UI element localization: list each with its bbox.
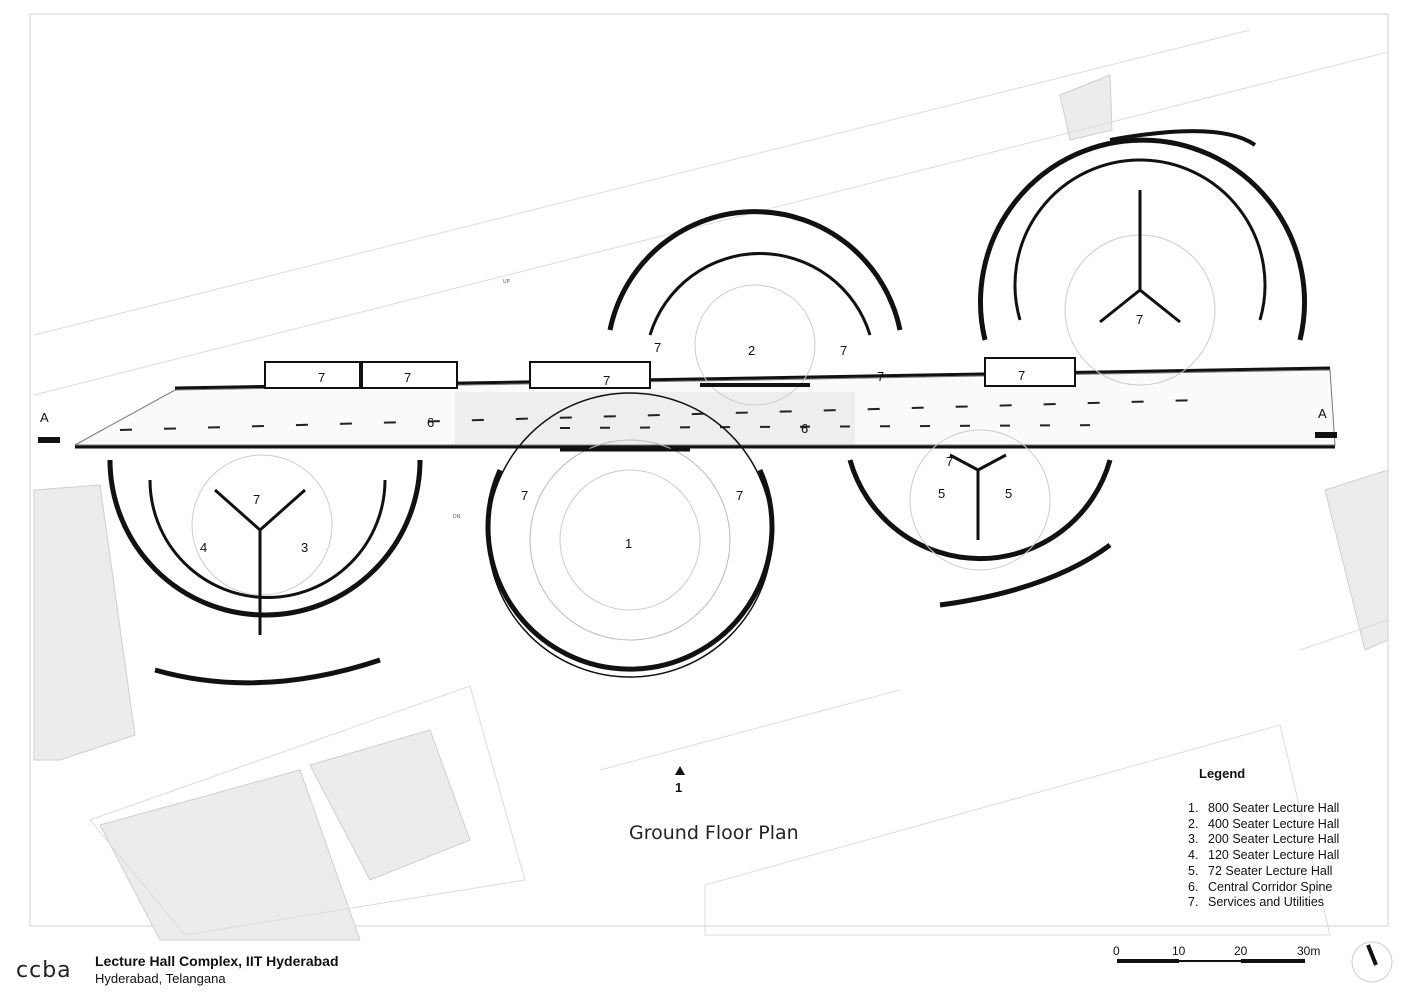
stair-label-dn: DN	[453, 514, 461, 520]
label-corridor-right: 6	[801, 421, 808, 436]
scale-tick-label: 0	[1113, 944, 1120, 958]
legend-item: 5.72 Seater Lecture Hall	[1188, 863, 1333, 878]
lecture-hall-1	[485, 392, 775, 678]
label-service: 7	[253, 492, 260, 507]
label-hall-5b: 5	[1005, 486, 1012, 501]
label-service: 7	[603, 373, 610, 388]
legend-item: 1.800 Seater Lecture Hall	[1188, 801, 1340, 815]
compass-icon	[1351, 941, 1393, 983]
label-service: 7	[877, 369, 884, 384]
firm-logo: ccba	[16, 958, 72, 983]
label-service: 7	[521, 488, 528, 503]
label-hall-1: 1	[625, 536, 632, 551]
section-marker-right	[1315, 432, 1337, 438]
label-service: 7	[736, 488, 743, 503]
project-name: Lecture Hall Complex, IIT Hyderabad	[95, 953, 339, 969]
scale-tick-label: 10	[1172, 944, 1186, 958]
section-marker-left	[38, 437, 60, 443]
scale-tick-label: 20	[1234, 944, 1248, 958]
legend-list: 1.800 Seater Lecture Hall 2.400 Seater L…	[1188, 801, 1339, 911]
legend: Legend 1.800 Seater Lecture Hall 2.400 S…	[1188, 766, 1339, 911]
drawing-title: Ground Floor Plan	[629, 822, 799, 844]
site-context	[33, 74, 1389, 941]
legend-item: 4.120 Seater Lecture Hall	[1188, 848, 1340, 863]
lecture-hall-2	[607, 209, 903, 406]
stair-label-up: UP	[503, 279, 511, 285]
project-location: Hyderabad, Telangana	[95, 971, 226, 986]
label-hall-2: 2	[748, 343, 755, 358]
label-service: 7	[1136, 312, 1143, 327]
label-hall-3: 3	[301, 540, 308, 555]
label-service: 7	[840, 343, 847, 358]
label-hall-5a: 5	[938, 486, 945, 501]
title-block: Lecture Hall Complex, IIT Hyderabad Hyde…	[95, 953, 339, 986]
label-service: 7	[318, 370, 325, 385]
legend-title: Legend	[1199, 766, 1246, 781]
label-service: 7	[404, 370, 411, 385]
lecture-hall-5	[847, 429, 1113, 608]
label-service: 7	[654, 340, 661, 355]
north-arrow-icon	[675, 766, 685, 775]
scale-bar	[1117, 959, 1305, 963]
legend-item: 3.200 Seater Lecture Hall	[1188, 832, 1340, 847]
label-hall-4: 4	[200, 540, 207, 555]
scale-tick-label: 30m	[1297, 944, 1321, 958]
legend-item: 2.400 Seater Lecture Hall	[1188, 816, 1340, 831]
north-arrow-label: 1	[675, 780, 683, 795]
service-blocks	[264, 357, 1076, 389]
section-label-right: A	[1318, 406, 1327, 421]
legend-item: 6.Central Corridor Spine	[1188, 879, 1333, 894]
section-label-left: A	[40, 410, 49, 425]
site-outlines	[33, 29, 1389, 936]
lecture-hall-top-right	[978, 129, 1307, 386]
label-corridor-left: 6	[427, 415, 434, 430]
label-service: 7	[1018, 368, 1025, 383]
legend-item: 7.Services and Utilities	[1188, 895, 1325, 910]
lecture-hall-3-4	[107, 454, 423, 686]
label-service: 7	[946, 454, 953, 469]
